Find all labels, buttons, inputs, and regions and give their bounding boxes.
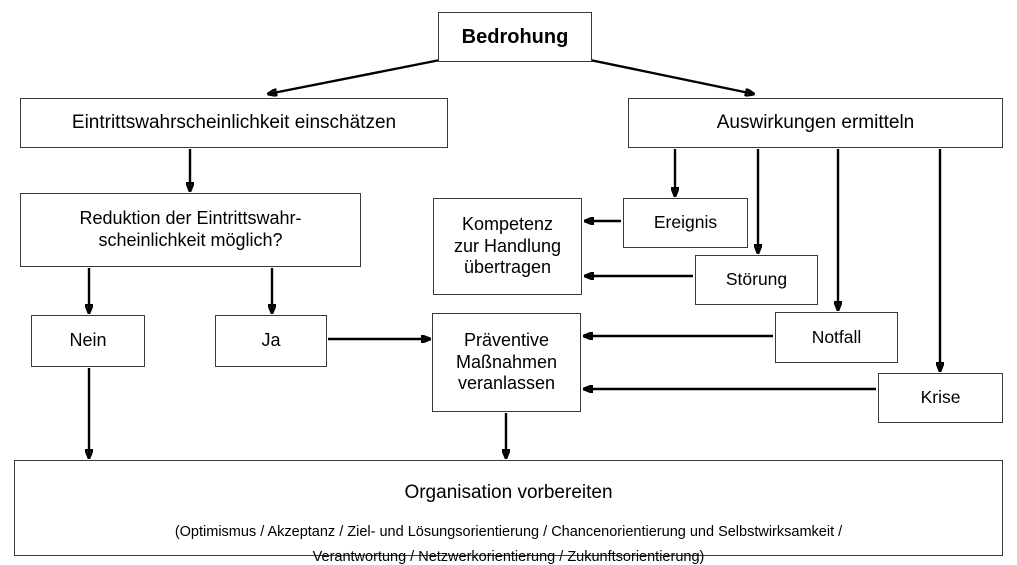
- node-organisation-title: Organisation vorbereiten: [404, 482, 613, 503]
- node-notfall[interactable]: Notfall: [775, 312, 898, 363]
- node-ja[interactable]: Ja: [215, 315, 327, 367]
- edge-bedrohung-auswirkungen: [589, 58, 754, 94]
- node-organisation-sub-line2: Verantwortung / Netzwerkorientierung / Z…: [312, 548, 705, 565]
- node-praeventive-label-line2: Maßnahmen: [455, 351, 558, 372]
- node-stoerung[interactable]: Störung: [695, 255, 818, 305]
- node-praeventive-label-line3: veranlassen: [457, 373, 556, 394]
- node-kompetenz-label-line2: zur Handlung: [453, 235, 562, 256]
- node-notfall-label: Notfall: [811, 326, 862, 347]
- edge-bedrohung-eintritt: [268, 58, 441, 94]
- node-reduktion[interactable]: Reduktion der Eintrittswahr- scheinlichk…: [20, 193, 361, 267]
- node-praeventive-label-line1: Präventive: [463, 329, 550, 350]
- node-reduktion-label-line2: scheinlichkeit möglich?: [98, 230, 283, 250]
- node-stoerung-label: Störung: [725, 269, 788, 290]
- node-ereignis-label: Ereignis: [653, 212, 718, 233]
- node-kompetenz-label-line1: Kompetenz: [461, 213, 554, 234]
- node-nein-label: Nein: [69, 330, 107, 351]
- node-kompetenz-label-line3: übertragen: [463, 257, 552, 278]
- node-eintrittswahrscheinlichkeit[interactable]: Eintrittswahrscheinlichkeit einschätzen: [20, 98, 448, 148]
- node-bedrohung-label: Bedrohung: [461, 25, 569, 48]
- node-auswirkungen-ermitteln-label: Auswirkungen ermitteln: [716, 112, 915, 134]
- node-nein[interactable]: Nein: [31, 315, 145, 367]
- node-organisation-vorbereiten[interactable]: Organisation vorbereiten (Optimismus / A…: [14, 460, 1003, 565]
- node-krise-label: Krise: [920, 387, 961, 408]
- node-bedrohung[interactable]: Bedrohung: [438, 12, 592, 62]
- node-krise[interactable]: Krise: [878, 373, 1003, 423]
- node-reduktion-label-line1: Reduktion der Eintrittswahr-: [79, 208, 302, 229]
- node-auswirkungen-ermitteln[interactable]: Auswirkungen ermitteln: [628, 98, 1003, 148]
- node-praeventive-massnahmen[interactable]: Präventive Maßnahmen veranlassen: [432, 313, 581, 412]
- node-ja-label: Ja: [261, 330, 281, 351]
- node-organisation-sub-line1: (Optimismus / Akzeptanz / Ziel- und Lösu…: [174, 524, 843, 541]
- node-eintrittswahrscheinlichkeit-label: Eintrittswahrscheinlichkeit einschätzen: [71, 112, 397, 134]
- node-kompetenz-uebertragen[interactable]: Kompetenz zur Handlung übertragen: [433, 198, 582, 295]
- node-ereignis[interactable]: Ereignis: [623, 198, 748, 248]
